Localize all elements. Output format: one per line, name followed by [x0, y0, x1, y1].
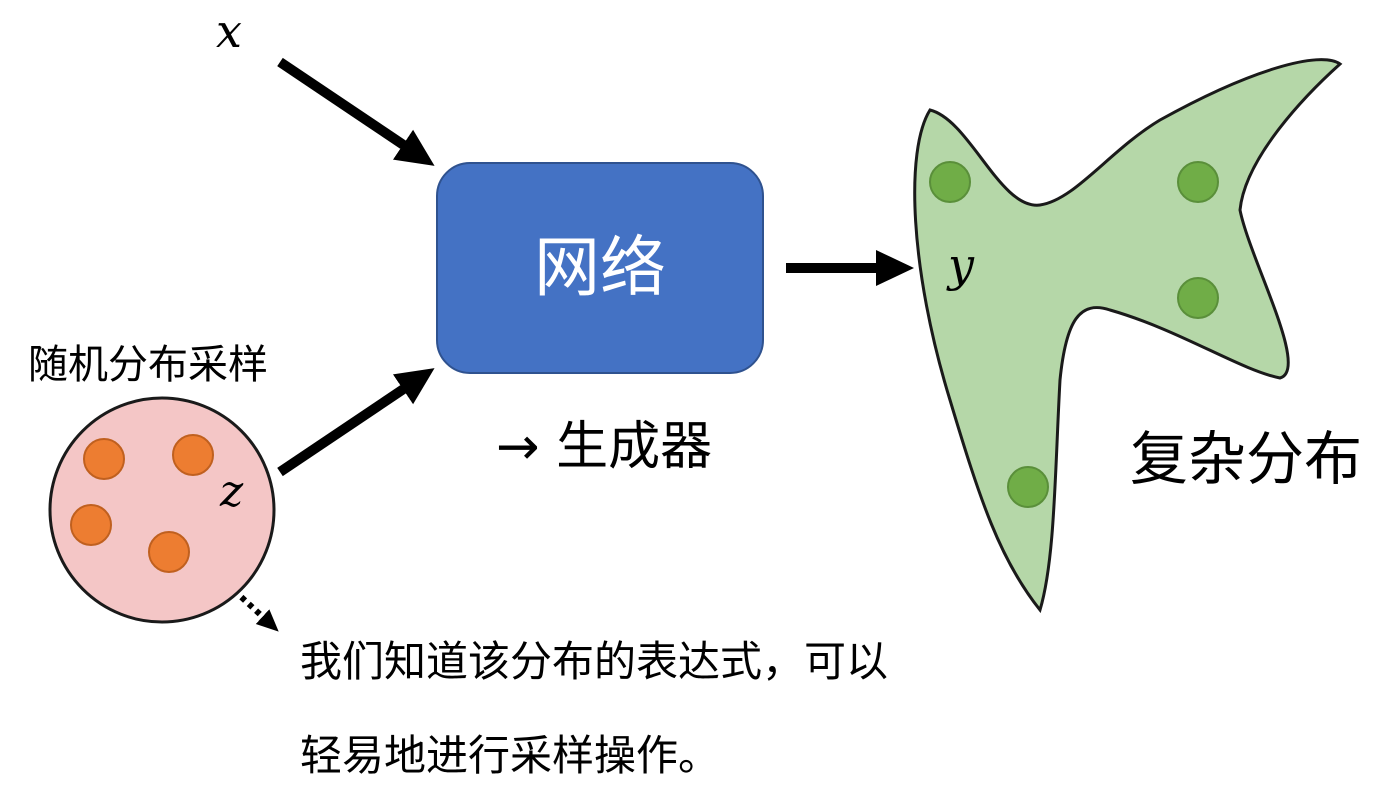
- latent-z-label: z: [220, 466, 244, 517]
- sample-dot-green: [929, 161, 971, 203]
- sample-dot-orange: [70, 504, 112, 546]
- note-line-1: 我们知道该分布的表达式，可以: [300, 637, 889, 686]
- output-y-label: y: [948, 238, 974, 292]
- network-label: 网络: [534, 229, 666, 306]
- sample-dot-orange: [172, 434, 214, 476]
- note-line-2: 轻易地进行采样操作。: [300, 731, 721, 780]
- sample-dot-orange: [148, 531, 190, 573]
- arrow-z-to-network: [277, 368, 435, 477]
- input-x-label: x: [216, 4, 242, 58]
- complex-distribution-label: 复杂分布: [1130, 425, 1363, 493]
- generator-label: → 生成器: [496, 417, 713, 477]
- network-box: 网络: [436, 162, 764, 374]
- sample-dot-orange: [83, 438, 125, 480]
- complex-distribution-blob: [913, 58, 1343, 614]
- sample-dot-green: [1177, 161, 1219, 203]
- random-sampling-label: 随机分布采样: [28, 342, 268, 388]
- sample-dot-green: [1007, 466, 1049, 508]
- arrow-x-to-network: [277, 57, 435, 166]
- sample-dot-green: [1177, 277, 1219, 319]
